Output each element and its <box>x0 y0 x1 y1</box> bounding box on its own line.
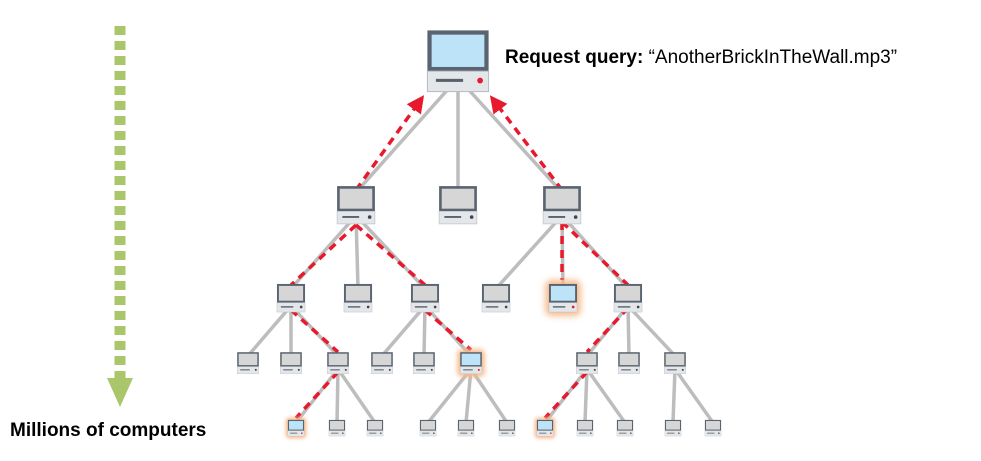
tree-edge <box>585 367 627 424</box>
computer-icon <box>328 419 346 437</box>
request-path-arrow <box>489 95 564 192</box>
computer-icon <box>576 419 594 437</box>
computer-nodes <box>237 30 722 439</box>
tree-edge <box>456 76 564 194</box>
computer-icon-found <box>285 417 307 439</box>
computer-icon <box>276 283 306 313</box>
request-path-segment <box>423 308 473 352</box>
computer-icon <box>438 186 478 225</box>
computer-icon <box>664 419 682 437</box>
computer-icon <box>413 352 435 374</box>
tree-edge <box>422 305 427 356</box>
computer-icon <box>542 186 582 225</box>
request-path-segment <box>560 220 630 287</box>
computer-icon <box>704 419 722 437</box>
request-query-label: Request query: <box>505 47 644 68</box>
computer-icon <box>366 419 384 437</box>
computer-icon <box>616 419 634 437</box>
tree-edge <box>671 368 677 423</box>
tree-edge <box>626 305 631 356</box>
down-arrow-icon <box>107 378 133 407</box>
tree-edge <box>673 367 715 424</box>
request-path-segment <box>543 370 589 420</box>
tree-edge <box>354 215 360 289</box>
tree-edge <box>354 214 427 290</box>
request-path-segment <box>289 308 340 354</box>
request-path-arrow <box>354 95 425 192</box>
tree-edge <box>464 368 473 423</box>
millions-of-computers-label: Millions of computers <box>10 420 207 441</box>
request-path-segment <box>585 306 630 354</box>
request-path <box>289 95 630 420</box>
tree-edge <box>335 368 340 423</box>
computer-icon <box>280 352 302 374</box>
tree-edge <box>426 367 473 424</box>
scale-arrow <box>107 26 133 407</box>
computer-icon-found <box>534 417 556 439</box>
computer-icon <box>481 283 511 313</box>
computer-icon <box>327 352 349 374</box>
computer-icon-found <box>457 349 485 377</box>
computer-icon-found <box>545 280 581 316</box>
request-path-segment <box>289 223 358 287</box>
computer-icon <box>576 352 598 374</box>
tree-edge <box>583 368 589 423</box>
computer-icon <box>618 352 640 374</box>
request-query: Request query: “AnotherBrickInTheWall.mp… <box>505 47 897 69</box>
tree-edge <box>626 304 677 357</box>
computer-icon <box>419 419 437 437</box>
computer-icon <box>410 283 440 313</box>
computer-icon <box>371 352 393 374</box>
tree-edge <box>336 368 377 424</box>
computer-icon <box>664 352 686 374</box>
computer-icon <box>343 283 373 313</box>
tree-edge <box>246 304 293 357</box>
tree-edge <box>494 214 564 290</box>
computer-icon <box>498 419 516 437</box>
tree-edge <box>380 304 427 357</box>
computer-icon <box>336 186 376 225</box>
request-path-segment <box>354 223 427 287</box>
computer-icon <box>237 352 259 374</box>
request-query-value: “AnotherBrickInTheWall.mp3” <box>648 47 898 68</box>
computer-icon <box>457 419 475 437</box>
tree-edge <box>354 76 460 194</box>
computer-icon <box>613 283 643 313</box>
computer-icon <box>426 30 490 93</box>
tree-edge <box>469 368 509 424</box>
request-path-segment <box>294 370 340 420</box>
